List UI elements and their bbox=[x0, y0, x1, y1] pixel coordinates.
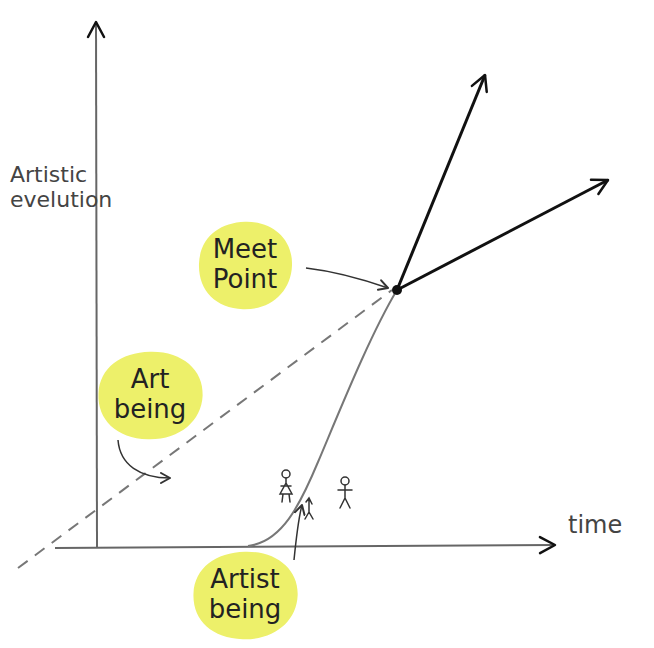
artist-being-curve bbox=[248, 290, 397, 546]
axis-label: Artistic evelution bbox=[10, 162, 112, 213]
stick-figure bbox=[305, 498, 313, 519]
blob-text: Artist being bbox=[209, 565, 282, 625]
blob-fill bbox=[193, 551, 297, 638]
highlight-blob: Artist being bbox=[189, 549, 301, 642]
x-axis bbox=[55, 545, 555, 548]
stick-figure bbox=[338, 477, 352, 508]
y-axis bbox=[96, 22, 97, 548]
stick-figure bbox=[280, 470, 292, 502]
meet-dot bbox=[392, 285, 402, 295]
leader-line bbox=[118, 440, 170, 478]
art-being-line bbox=[18, 290, 392, 568]
branch-arrow bbox=[397, 75, 485, 290]
blob-fill bbox=[98, 351, 202, 438]
axis-label: time bbox=[568, 512, 622, 540]
blob-text: Meet Point bbox=[213, 235, 278, 295]
blob-fill bbox=[199, 221, 292, 308]
branch-arrow bbox=[397, 180, 608, 290]
leader-line bbox=[306, 268, 388, 288]
highlight-blob: Meet Point bbox=[195, 219, 295, 312]
highlight-blob: Art being bbox=[94, 349, 206, 442]
leader-line bbox=[294, 505, 302, 560]
blob-text: Art being bbox=[114, 365, 187, 425]
